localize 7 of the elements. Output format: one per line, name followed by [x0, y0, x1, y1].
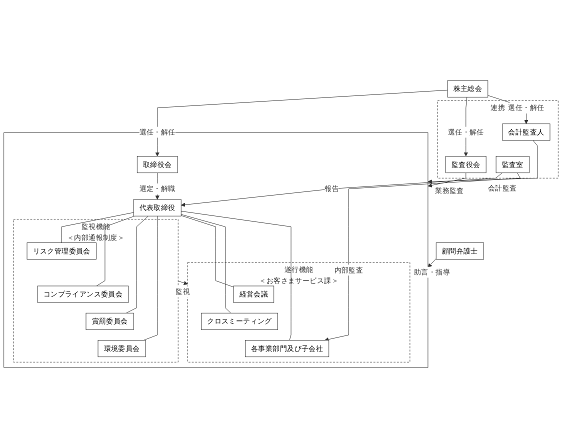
connector [126, 216, 149, 314]
connector [61, 212, 134, 243]
connector [96, 216, 135, 286]
connector [180, 215, 234, 288]
connector [180, 210, 292, 340]
connector [143, 216, 158, 340]
connector [180, 214, 232, 314]
